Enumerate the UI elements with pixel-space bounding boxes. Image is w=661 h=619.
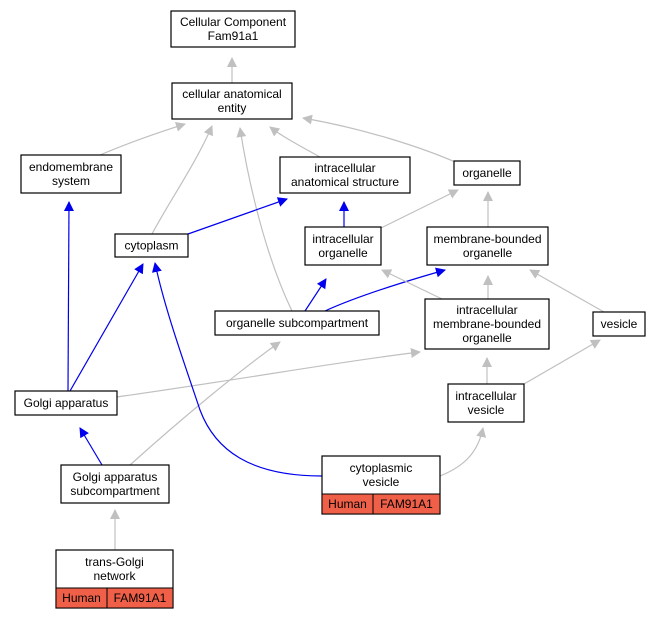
- edge-endo-to-cae: [99, 121, 186, 156]
- annotation-tag-cell: [106, 587, 174, 609]
- node-box: [171, 82, 293, 120]
- edge-golgi-to-endo: [63, 201, 74, 392]
- node-box: [214, 310, 380, 336]
- edge-golgi-to-imbo: [116, 348, 421, 398]
- node-box: [170, 10, 296, 48]
- edge-imbo-to-io: [381, 269, 443, 300]
- node-label: Fam91a1: [208, 29, 259, 43]
- node-label: Golgi apparatus: [24, 396, 109, 410]
- node-box: [447, 383, 525, 423]
- edge-gasc-to-golgi: [79, 427, 103, 466]
- node-organelle[interactable]: organelle: [453, 160, 521, 186]
- node-box: [453, 160, 521, 186]
- edge-cytoplasm-to-cae: [151, 125, 213, 235]
- node-osc[interactable]: organelle subcompartment: [214, 310, 380, 336]
- node-label: organelle: [463, 246, 513, 260]
- node-label: vesicle: [601, 317, 638, 331]
- edge-cv-to-cytoplasm: [151, 262, 323, 477]
- edge-ias-to-cae: [269, 126, 321, 158]
- node-box: [304, 226, 382, 266]
- node-label: entity: [218, 101, 247, 115]
- edge-osc-to-mbo: [324, 267, 446, 312]
- node-label: organelle: [462, 331, 512, 345]
- node-label: cytoplasm: [124, 239, 178, 253]
- edge-golgi-to-cytoplasm: [69, 263, 144, 392]
- node-label: cytoplasmic: [350, 461, 413, 475]
- edge-osc-to-io: [304, 278, 327, 312]
- edge-osc-to-cae: [236, 127, 293, 312]
- node-box: [14, 390, 118, 416]
- species-tag: Human: [328, 497, 367, 511]
- edge-organelle-to-cae: [302, 114, 463, 166]
- node-cytoplasm[interactable]: cytoplasm: [114, 233, 189, 258]
- node-box: [592, 311, 646, 337]
- node-label: subcompartment: [70, 484, 160, 498]
- node-label: network: [93, 569, 136, 583]
- edges-layer: [63, 57, 605, 550]
- node-label: organelle: [318, 246, 368, 260]
- node-label: intracellular: [456, 303, 517, 317]
- node-label: endomembrane: [29, 160, 113, 174]
- node-label: organelle: [462, 166, 512, 180]
- gene-tag: FAM91A1: [114, 591, 167, 605]
- node-label: cellular anatomical: [182, 87, 281, 101]
- node-label: membrane-bounded: [433, 317, 541, 331]
- node-label: system: [52, 174, 90, 188]
- node-label: trans-Golgi: [85, 555, 144, 569]
- node-box: [20, 154, 122, 194]
- edge-cv-to-iv: [439, 427, 487, 477]
- node-golgi[interactable]: Golgi apparatus: [14, 390, 118, 416]
- edge-vesicle-to-mbo: [529, 269, 605, 313]
- node-label: vesicle: [468, 403, 505, 417]
- node-label: intracellular: [455, 389, 516, 403]
- node-label: vesicle: [363, 475, 400, 489]
- species-tag: Human: [62, 591, 101, 605]
- node-box: [279, 156, 411, 194]
- edge-io-to-organelle: [380, 189, 459, 229]
- node-box: [114, 233, 189, 258]
- node-label: organelle subcompartment: [226, 316, 369, 330]
- node-box: [424, 298, 550, 350]
- node-label: Cellular Component: [180, 15, 287, 29]
- node-vesicle[interactable]: vesicle: [592, 311, 646, 337]
- annotation-tag-cell: [372, 493, 441, 515]
- node-label: membrane-bounded: [433, 232, 541, 246]
- node-label: intracellular: [312, 232, 373, 246]
- gene-tag: FAM91A1: [380, 497, 433, 511]
- node-label: anatomical structure: [291, 175, 399, 189]
- edge-cytoplasm-to-ias: [187, 197, 288, 235]
- node-box: [426, 226, 549, 266]
- node-label: intracellular: [314, 161, 375, 175]
- node-label: Golgi apparatus: [73, 470, 158, 484]
- node-box: [60, 464, 170, 504]
- edge-iv-to-vesicle: [523, 339, 601, 385]
- edge-gasc-to-osc: [129, 341, 281, 466]
